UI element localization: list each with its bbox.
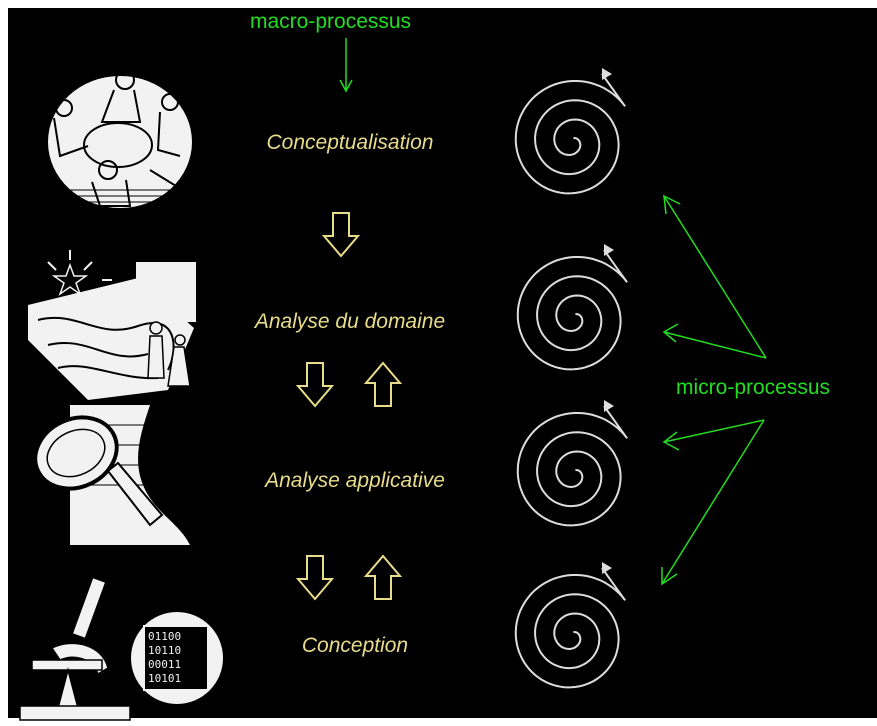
up-arrow-2 bbox=[363, 361, 403, 407]
svg-text:10101: 10101 bbox=[148, 672, 181, 685]
microscope-binary-illustration: 01100 10110 00011 10101 bbox=[19, 576, 223, 721]
team-meeting-illustration bbox=[48, 70, 192, 208]
stage-label-analyse-applicative: Analyse applicative bbox=[265, 469, 445, 492]
down-arrow-3 bbox=[295, 555, 335, 601]
stage-label-conceptualisation: Conceptualisation bbox=[266, 131, 434, 154]
spiral-arrowhead-2 bbox=[604, 244, 614, 256]
down-arrow-2 bbox=[295, 362, 335, 408]
spiral-3 bbox=[516, 405, 628, 527]
spiral-1 bbox=[514, 73, 626, 195]
up-arrow-3 bbox=[363, 554, 403, 600]
spiral-arrowhead-1 bbox=[602, 68, 612, 80]
svg-text:00011: 00011 bbox=[148, 658, 181, 671]
frame-border-bottom bbox=[0, 718, 877, 726]
spiral-4 bbox=[514, 567, 626, 689]
macro-down-arrow bbox=[339, 38, 353, 93]
domain-map-illustration bbox=[28, 250, 196, 400]
frame-border-left bbox=[0, 0, 8, 726]
stage-label-analyse-domaine: Analyse du domaine bbox=[254, 310, 446, 333]
spiral-arrowhead-3 bbox=[604, 400, 614, 412]
svg-text:01100: 01100 bbox=[148, 630, 181, 643]
binary-block-icon: 01100 10110 00011 10101 bbox=[131, 612, 223, 704]
macro-process-label: macro-processus bbox=[250, 10, 412, 33]
svg-text:10110: 10110 bbox=[148, 644, 181, 657]
micro-process-label: micro-processus bbox=[676, 376, 831, 399]
micro-arrows bbox=[661, 194, 767, 586]
stage-label-conception: Conception bbox=[301, 634, 409, 657]
spiral-2 bbox=[516, 249, 628, 371]
magnifying-glass-illustration bbox=[33, 405, 220, 545]
frame-border-top bbox=[0, 0, 877, 8]
spiral-arrowhead-4 bbox=[602, 562, 612, 574]
down-arrow-1 bbox=[321, 212, 361, 258]
